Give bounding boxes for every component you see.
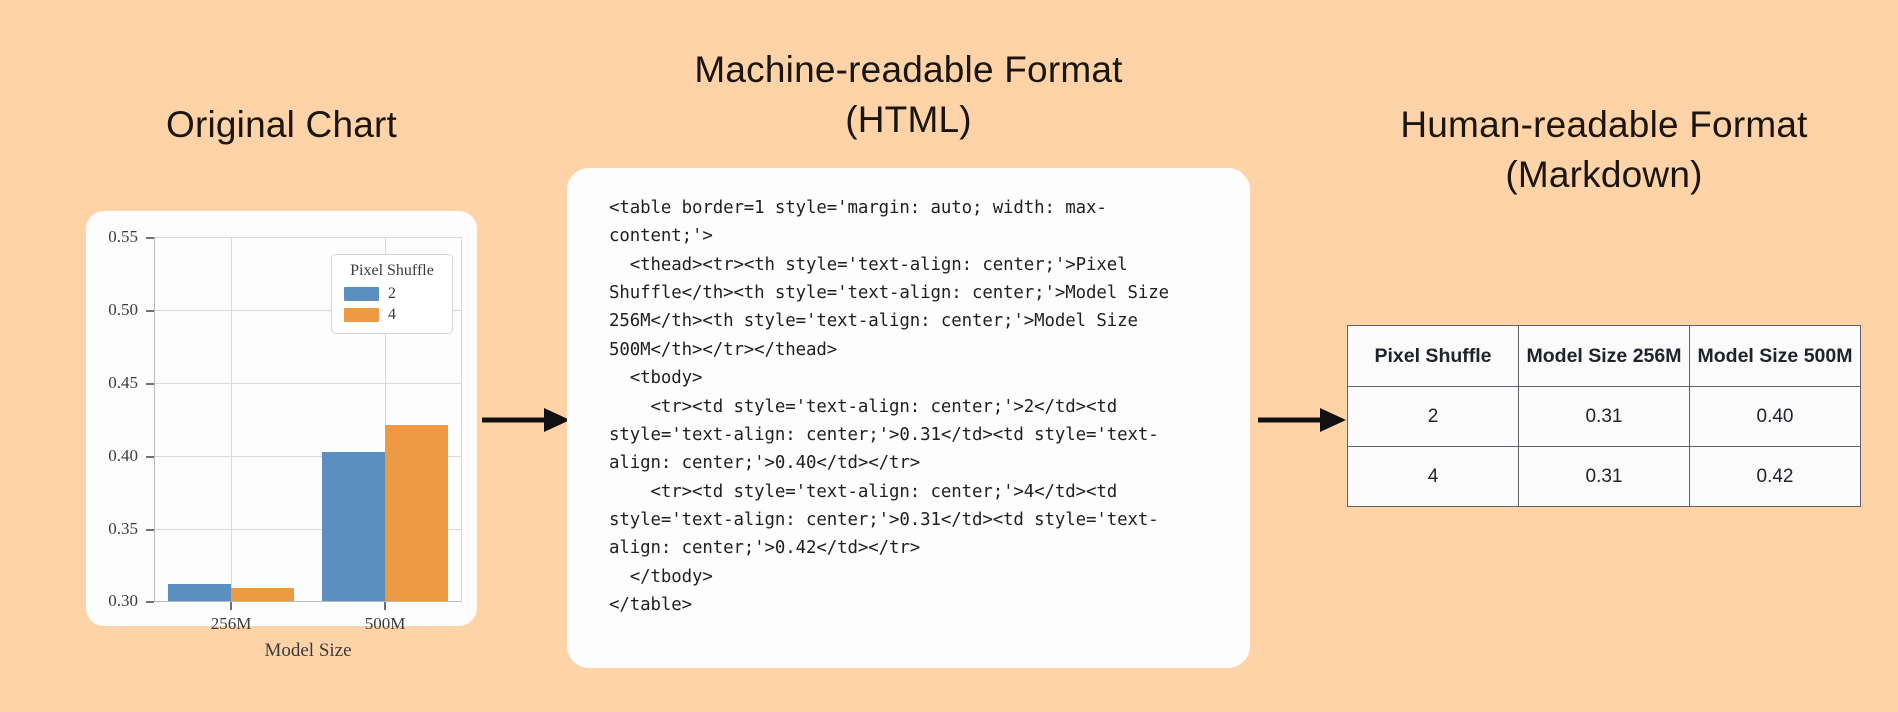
table-header-cell: Pixel Shuffle <box>1347 325 1519 387</box>
table-cell: 2 <box>1347 386 1519 447</box>
table-header-cell: Model Size 500M <box>1689 325 1861 387</box>
html-code-text: <table border=1 style='margin: auto; wid… <box>609 198 1169 616</box>
bar-256m-ps2 <box>168 584 231 601</box>
legend-entry-2: 2 <box>344 285 440 303</box>
gridline-y-045 <box>154 383 461 384</box>
panel-title-line: Machine-readable Format <box>694 49 1123 90</box>
table-row: 2 0.31 0.40 <box>1347 386 1861 447</box>
legend-label: 2 <box>388 285 396 302</box>
arrow-center-to-right-icon <box>1258 408 1346 432</box>
panel-title-line: (HTML) <box>845 98 972 140</box>
table-header-cell: Model Size 256M <box>1518 325 1690 387</box>
panel-title-human-readable: Human-readable Format (Markdown) <box>1347 100 1861 200</box>
x-tick-mark <box>384 602 386 610</box>
arrow-left-to-center-icon <box>482 408 570 432</box>
table-cell: 4 <box>1347 446 1519 507</box>
x-tick-label-256m: 256M <box>210 614 252 633</box>
y-tick-label: 0.35 <box>108 519 138 538</box>
table-cell: 0.42 <box>1689 446 1861 507</box>
y-tick-label: 0.30 <box>108 591 138 610</box>
plot-right-spine <box>461 237 462 602</box>
gridline-x-500m <box>385 237 386 602</box>
x-axis-line <box>154 601 461 603</box>
y-tick-label: 0.45 <box>108 373 138 392</box>
bar-500m-ps4 <box>385 425 448 601</box>
gridline-y-050 <box>154 310 461 311</box>
markdown-table: Pixel Shuffle Model Size 256M Model Size… <box>1347 325 1861 507</box>
gridline-y-035 <box>154 529 461 530</box>
bar-256m-ps4 <box>231 588 294 601</box>
y-tick-mark <box>146 601 154 603</box>
table-header-row: Pixel Shuffle Model Size 256M Model Size… <box>1347 325 1861 387</box>
panel-title-line: (Markdown) <box>1505 153 1703 195</box>
html-code-card: <table border=1 style='margin: auto; wid… <box>567 168 1250 668</box>
table-cell: 0.40 <box>1689 386 1861 447</box>
bar-chart: 0.55 0.50 0.45 0.40 0.35 0.30 256M 500M … <box>86 211 477 661</box>
bar-500m-ps2 <box>322 452 385 601</box>
x-tick-label-500m: 500M <box>364 614 406 633</box>
gridline-y-040 <box>154 456 461 457</box>
markdown-table-wrapper: Pixel Shuffle Model Size 256M Model Size… <box>1347 325 1861 507</box>
panel-title-original-chart: Original Chart <box>86 100 477 150</box>
y-tick-label: 0.40 <box>108 446 138 465</box>
x-axis-title: Model Size <box>264 640 352 661</box>
y-tick-mark <box>146 237 154 239</box>
gridline-y-055 <box>154 237 461 238</box>
y-tick-mark <box>146 456 154 458</box>
legend-entry-4: 4 <box>344 306 440 324</box>
panel-title-line: Human-readable Format <box>1400 104 1808 145</box>
y-tick-label: 0.55 <box>108 227 138 246</box>
y-tick-mark <box>146 383 154 385</box>
table-cell: 0.31 <box>1518 386 1690 447</box>
chart-legend: Pixel Shuffle 2 4 <box>331 254 453 334</box>
y-axis-line <box>154 237 156 602</box>
panel-title-line: Original Chart <box>165 104 398 145</box>
legend-swatch-blue <box>344 287 379 301</box>
table-row: 4 0.31 0.42 <box>1347 446 1861 507</box>
y-tick-label: 0.50 <box>108 300 138 319</box>
gridline-x-256m <box>231 237 232 602</box>
panel-title-machine-readable: Machine-readable Format (HTML) <box>567 45 1250 145</box>
legend-title: Pixel Shuffle <box>350 262 434 279</box>
y-tick-mark <box>146 310 154 312</box>
legend-swatch-orange <box>344 308 379 322</box>
legend-label: 4 <box>388 306 396 323</box>
original-chart-card: 0.55 0.50 0.45 0.40 0.35 0.30 256M 500M … <box>86 211 477 661</box>
y-tick-mark <box>146 529 154 531</box>
x-tick-mark <box>230 602 232 610</box>
table-cell: 0.31 <box>1518 446 1690 507</box>
